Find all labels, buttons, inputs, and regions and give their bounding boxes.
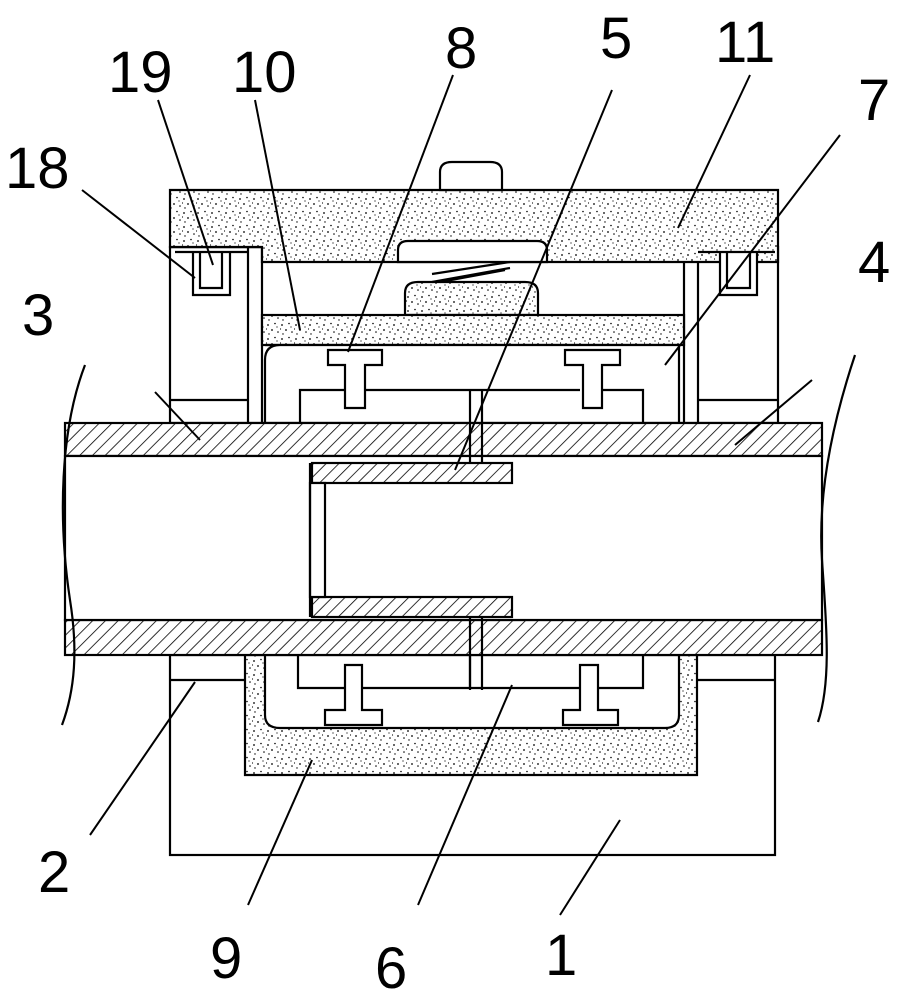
label-5: 5 — [600, 6, 632, 71]
label-7: 7 — [858, 68, 890, 133]
label-4: 4 — [858, 230, 890, 295]
label-6: 6 — [375, 936, 407, 1000]
label-11: 11 — [715, 10, 775, 75]
label-10: 10 — [232, 40, 297, 105]
upper-clamp-plate — [298, 348, 645, 423]
pipe — [60, 354, 857, 726]
label-2: 2 — [38, 840, 70, 905]
reference-labels: 1 2 3 4 5 6 7 8 9 10 11 18 19 — [5, 6, 890, 1000]
label-19: 19 — [108, 40, 173, 105]
label-3: 3 — [22, 283, 54, 348]
label-8: 8 — [445, 16, 477, 81]
top-cover — [168, 160, 780, 264]
upper-holder — [260, 313, 686, 425]
label-9: 9 — [210, 926, 242, 991]
spring-assembly — [403, 260, 540, 317]
label-18: 18 — [5, 136, 70, 201]
leader-lines — [81, 74, 841, 916]
label-1: 1 — [545, 923, 577, 988]
